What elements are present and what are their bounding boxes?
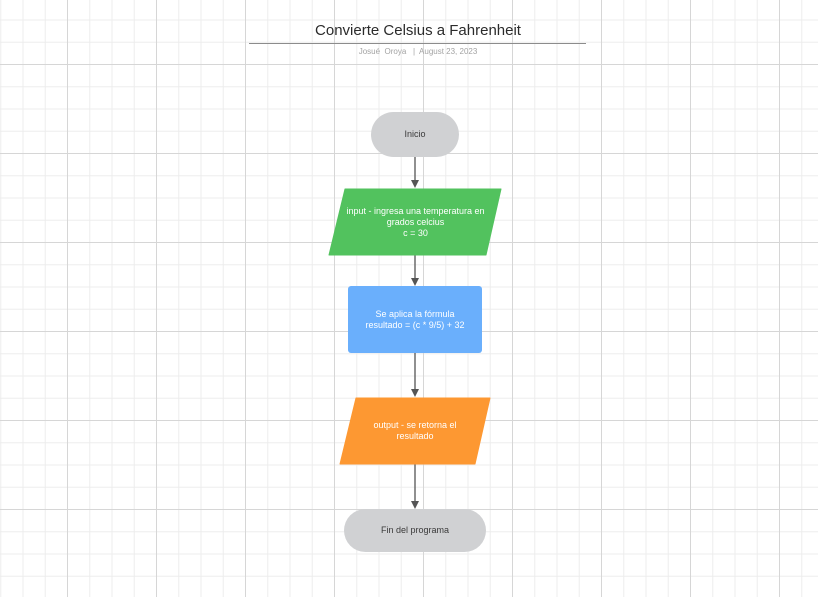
output-node-label: output - se retorna el resultado [373, 420, 457, 441]
meta-separator: | [412, 47, 416, 56]
input-parallelogram-shape[interactable] [328, 188, 502, 256]
process-rectangle-shape[interactable] [348, 286, 482, 353]
end-node-label: Fin del programa [380, 525, 450, 535]
process-node-label: Se aplica la fórmula resultado = (c * 9/… [365, 308, 465, 330]
start-terminator-shape[interactable] [371, 112, 459, 157]
input-node-label: input - ingresa una temperatura en grado… [346, 205, 485, 238]
document-date: August 23, 2023 [419, 47, 478, 56]
end-terminator-shape[interactable] [344, 509, 486, 552]
start-node-label: Inicio [404, 129, 426, 139]
output-parallelogram-shape[interactable] [339, 397, 491, 465]
document-meta: Josué Oroya | August 23, 2023 [250, 47, 586, 56]
document-title: Convierte Celsius a Fahrenheit [315, 22, 521, 39]
title-divider [249, 43, 586, 44]
author-name: Josué Oroya [358, 47, 407, 56]
